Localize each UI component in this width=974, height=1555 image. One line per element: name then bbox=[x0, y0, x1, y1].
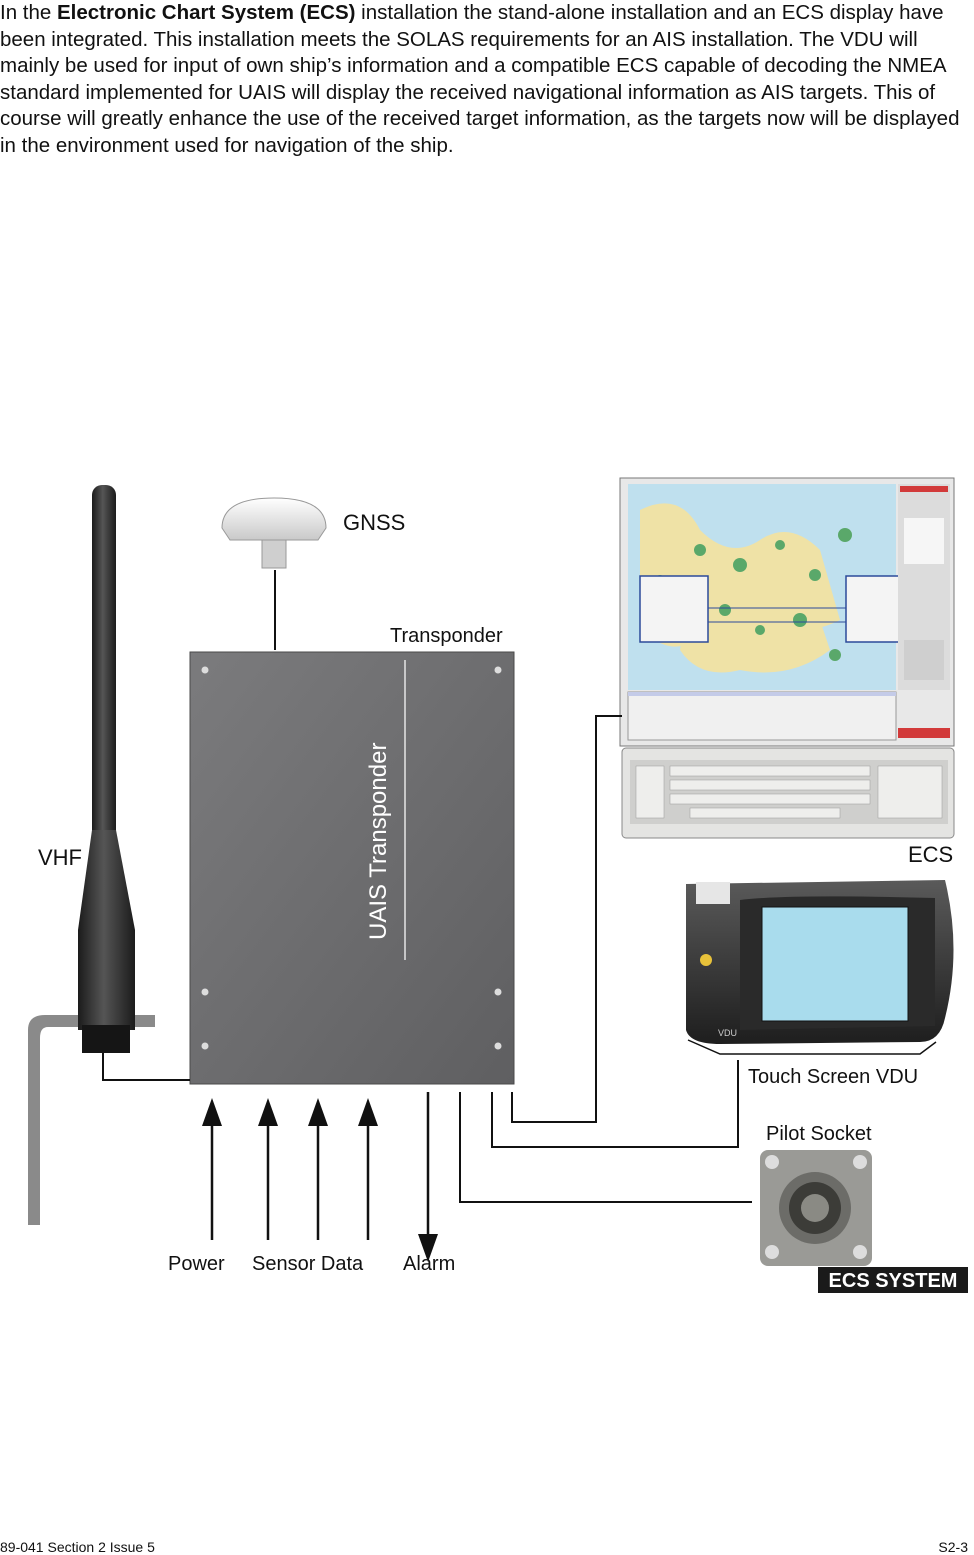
footer-page-number: S2-3 bbox=[938, 1539, 968, 1555]
ecs-system-diagram: VHF GNSS Transponder UAIS Transponder bbox=[28, 477, 968, 1293]
vdu-bezel-text: VDU bbox=[718, 1028, 737, 1038]
intro-lead: In the bbox=[0, 1, 57, 24]
vhf-antenna bbox=[78, 485, 135, 1053]
touch-screen-vdu: VDU bbox=[686, 880, 954, 1055]
intro-rest: installation the stand-alone installatio… bbox=[0, 1, 960, 157]
pilot-socket-label: Pilot Socket bbox=[766, 1123, 872, 1145]
power-label: Power bbox=[168, 1253, 225, 1275]
footer-doc-ref: 89-041 Section 2 Issue 5 bbox=[0, 1539, 155, 1555]
gnss-label: GNSS bbox=[343, 510, 405, 535]
transponder-label: Transponder bbox=[390, 625, 503, 647]
sensor-data-label: Sensor Data bbox=[252, 1253, 364, 1275]
vhf-label: VHF bbox=[38, 845, 82, 870]
uais-transponder-unit: UAIS Transponder bbox=[189, 651, 515, 1085]
ecs-label: ECS bbox=[908, 842, 953, 867]
gnss-antenna bbox=[221, 497, 327, 569]
input-arrows bbox=[210, 1092, 430, 1240]
pilot-socket bbox=[760, 1150, 872, 1266]
ecs-keyboard bbox=[621, 747, 955, 839]
transponder-body-label: UAIS Transponder bbox=[365, 743, 392, 940]
vdu-label: Touch Screen VDU bbox=[748, 1066, 918, 1088]
intro-strong: Electronic Chart System (ECS) bbox=[57, 1, 356, 24]
alarm-label: Alarm bbox=[403, 1253, 455, 1275]
intro-paragraph: In the Electronic Chart System (ECS) ins… bbox=[0, 0, 960, 159]
ecs-system-badge: ECS SYSTEM bbox=[829, 1270, 958, 1292]
ecs-monitor bbox=[619, 477, 955, 747]
